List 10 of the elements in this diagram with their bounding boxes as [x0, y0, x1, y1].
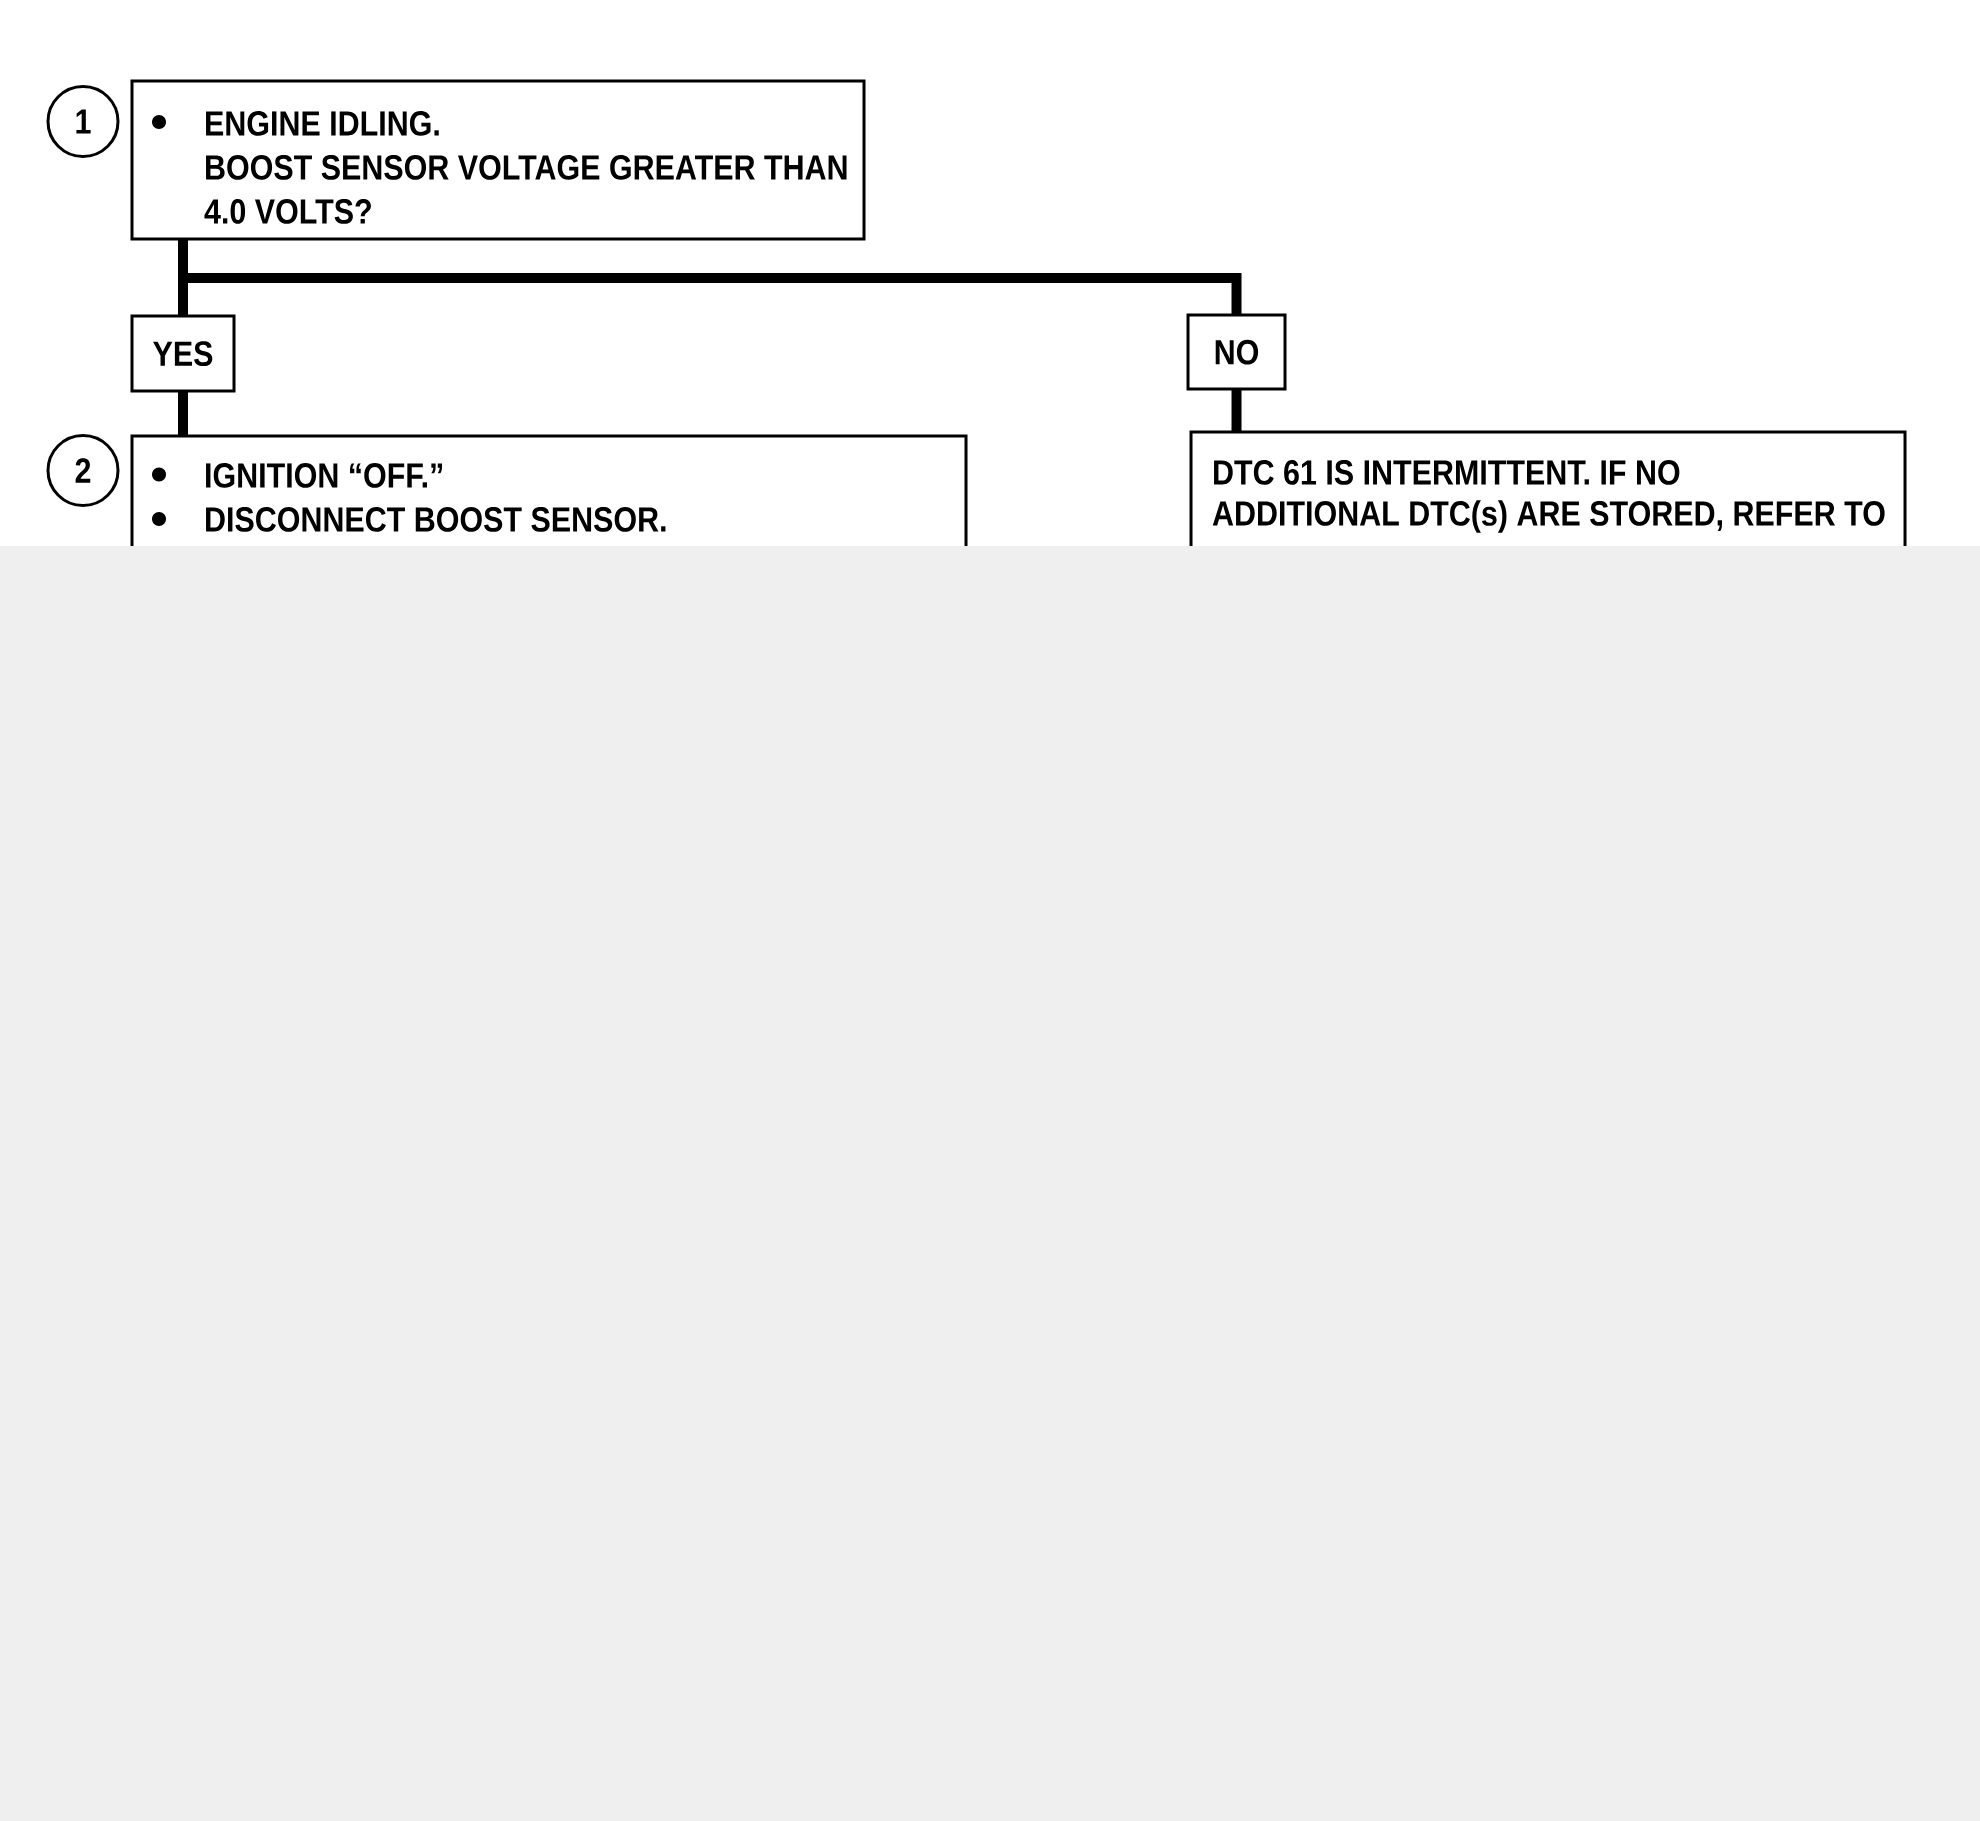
step-box: IGNITION “OFF.” DISCONNECT BOOST SENSOR.: [130, 434, 968, 546]
connector-line: [188, 273, 1242, 315]
connector-line: [178, 278, 188, 316]
answer-label-box: NO: [1186, 313, 1287, 391]
connector-line: [178, 239, 188, 278]
step-box: ENGINE IDLING. BOOST SENSOR VOLTAGE GREATER THAN 4.0 VOLTS?: [130, 79, 866, 241]
answer-label-box: YES: [130, 314, 236, 393]
result-box: DTC 61 IS INTERMITTENT. IF NO ADDITIONAL DTC(s) ARE STORED, REFER TO: [1189, 430, 1907, 546]
connector-line: [1231, 389, 1242, 432]
connector-line: [178, 391, 188, 436]
